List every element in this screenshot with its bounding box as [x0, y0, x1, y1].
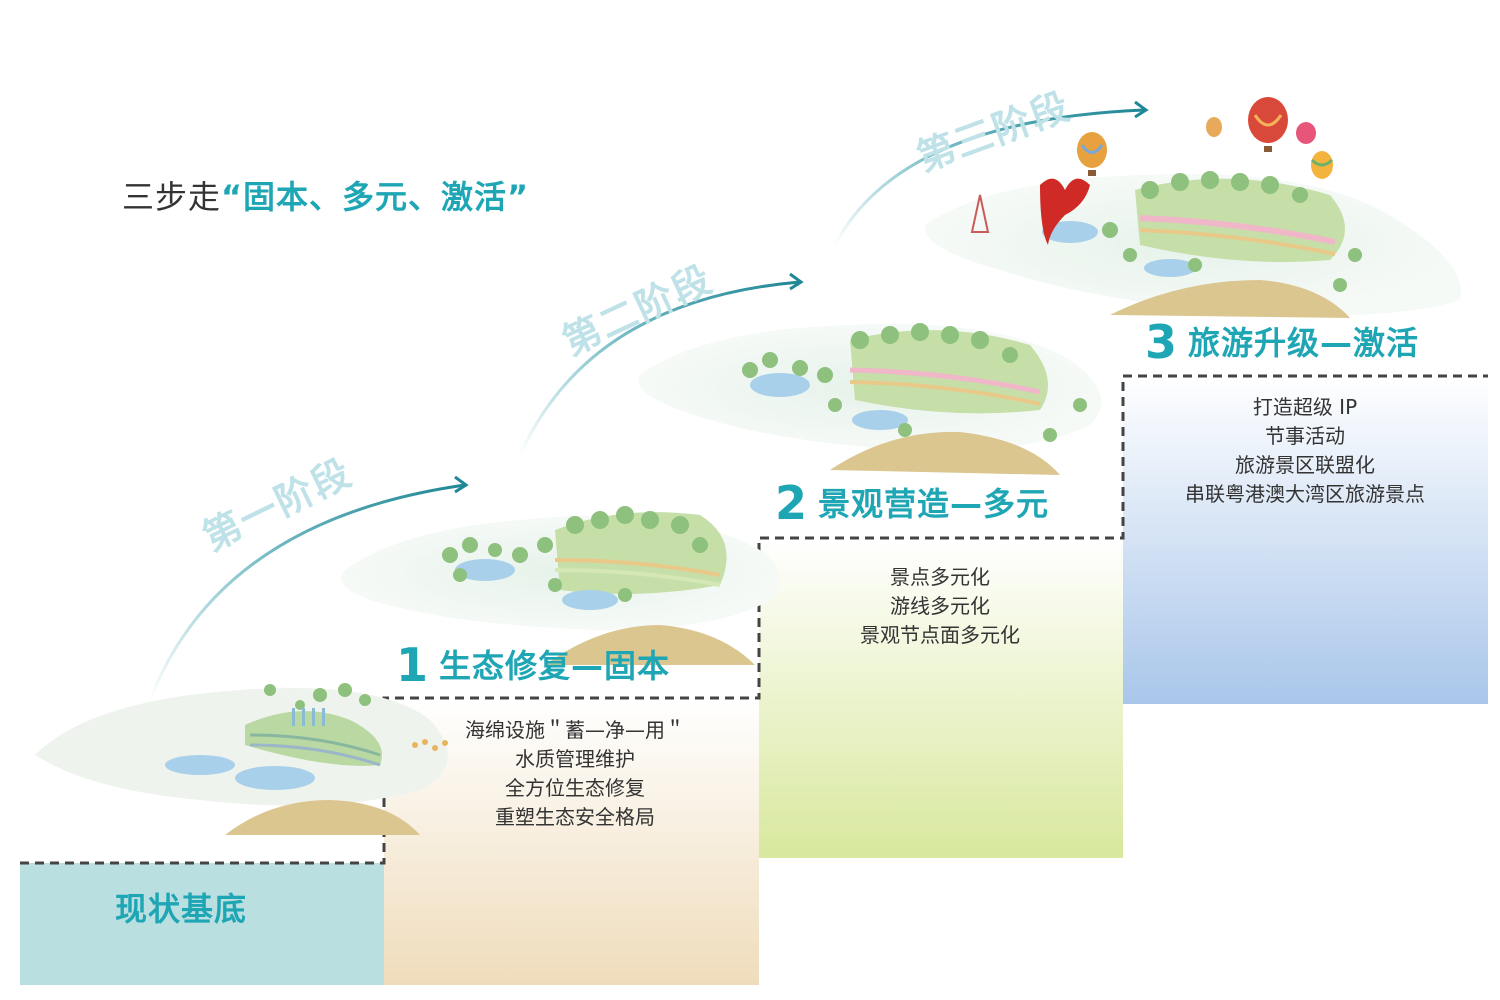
step3-item: 节事活动: [1265, 424, 1345, 448]
stage2-arc: [518, 280, 801, 456]
step1-island-illustration: [340, 506, 780, 665]
stage1-arc: [148, 483, 466, 701]
step2-title-text: 景观营造—多元: [818, 485, 1050, 523]
step3-item: 旅游景区联盟化: [1235, 453, 1375, 477]
step3-item: 打造超级 IP: [1252, 395, 1358, 419]
step1-number: 1: [396, 638, 430, 692]
step2-block: [759, 538, 1123, 858]
heading-prefix: 三步走: [122, 178, 222, 216]
step2-number: 2: [775, 476, 809, 530]
baseline-label: 现状基底: [115, 890, 248, 928]
step2-items: 景点多元化 游线多元化 景观节点面多元化: [830, 563, 1050, 650]
step1-block: [384, 698, 759, 985]
step3-items: 打造超级 IP 节事活动 旅游景区联盟化 串联粤港澳大湾区旅游景点: [1160, 393, 1450, 509]
step1-title-text: 生态修复—固本: [439, 647, 671, 685]
step1-item: 海绵设施＂蓄—净—用＂: [465, 718, 685, 742]
step1-item: 重塑生态安全格局: [495, 805, 655, 829]
baseline-block: [20, 863, 384, 985]
step1-items: 海绵设施＂蓄—净—用＂ 水质管理维护 全方位生态修复 重塑生态安全格局: [440, 716, 710, 832]
step2-island-illustration: [638, 323, 1102, 475]
step-outline: [20, 374, 1488, 865]
step3-title-text: 旅游升级—激活: [1188, 324, 1420, 362]
step3-item: 串联粤港澳大湾区旅游景点: [1185, 482, 1425, 506]
step3-block: [1123, 376, 1488, 704]
step2-item: 游线多元化: [890, 594, 990, 618]
stage1-arrowhead: [454, 475, 469, 494]
step2-item: 景点多元化: [890, 565, 990, 589]
page-heading: 三步走“固本、多元、激活”: [122, 172, 529, 218]
heading-highlight: “固本、多元、激活”: [221, 178, 530, 216]
step3-island-illustration: [924, 171, 1461, 318]
baseline-island-illustration: [35, 683, 448, 835]
stage3-arrowhead: [1134, 100, 1149, 119]
step1-item: 全方位生态修复: [505, 776, 645, 800]
stage2-arrowhead: [789, 272, 804, 291]
hot-air-balloon-icon: [1077, 132, 1107, 176]
step1-item: 水质管理维护: [515, 747, 635, 771]
step2-item: 景观节点面多元化: [860, 623, 1020, 647]
stage3-arc: [833, 108, 1146, 246]
step3-number: 3: [1145, 315, 1179, 369]
hot-air-balloon-icon: [1248, 97, 1288, 152]
hot-air-balloon-icon: [1206, 117, 1334, 179]
